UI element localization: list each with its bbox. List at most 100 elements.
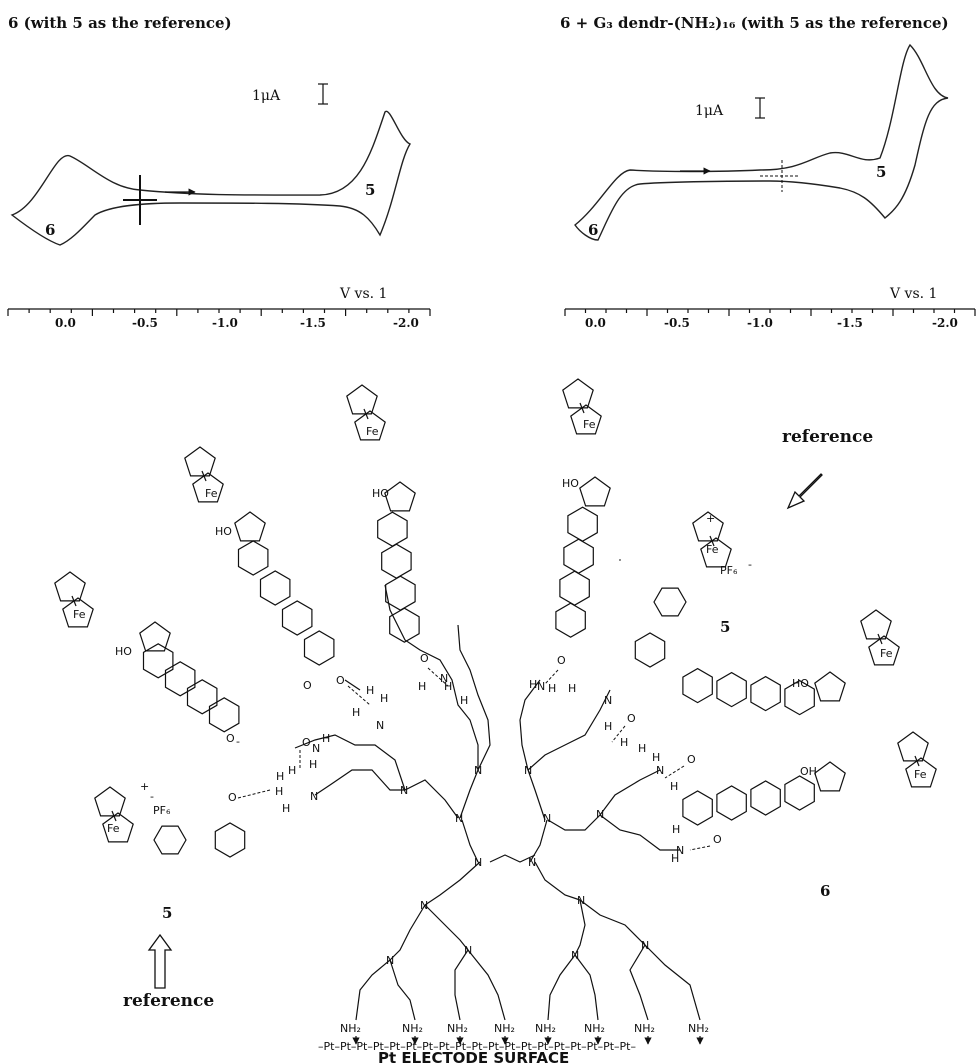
cyclopentadienyl-ring <box>192 472 224 503</box>
o-arm-6: O <box>713 833 722 846</box>
panel-2-scale-label: 1μA <box>695 103 724 119</box>
panel-1-tick-2: -1.0 <box>212 316 238 330</box>
label-5-right: 5 <box>720 618 730 636</box>
pf6-right: PF₆ <box>720 564 738 577</box>
label-6-right: 6 <box>820 882 830 900</box>
h-arm-8b: H <box>275 785 283 798</box>
arene-ring <box>153 825 187 855</box>
n-terminal-3: N <box>537 680 545 693</box>
cyclohexane-ring <box>750 675 781 712</box>
nh2-7: NH₂ <box>634 1022 655 1035</box>
panel-1-tick-0: 0.0 <box>55 316 76 330</box>
h-arm-7a: H <box>288 764 296 777</box>
panel-1-axis <box>7 308 431 316</box>
h-arm-8a: H <box>276 770 284 783</box>
panel-1-tick-4: -2.0 <box>393 316 419 330</box>
ho-5: HO <box>792 677 809 690</box>
fe-bond <box>914 755 920 767</box>
dendrimer-backbone <box>294 584 701 1021</box>
ho-3: HO <box>372 487 389 500</box>
n-terminal-4: N <box>604 694 612 707</box>
n-right-3: N <box>596 808 604 821</box>
cyclopentane-ring <box>384 481 416 512</box>
fe-8: Fe <box>107 822 120 835</box>
o-phenol-2-minus: - <box>236 735 240 748</box>
pf6-right-minus: - <box>748 558 752 571</box>
pf6-left: PF₆ <box>153 804 171 817</box>
panel-1-tick-1: -0.5 <box>132 316 158 330</box>
cyclohexane-ring <box>385 575 416 611</box>
n-left-2: N <box>400 784 408 797</box>
panel-1-scale-bar <box>318 83 328 105</box>
surface-label: Pt ELECTODE SURFACE <box>378 1049 569 1064</box>
plus-left: + <box>140 780 149 793</box>
o-arm-5: O <box>687 753 696 766</box>
cyclohexane-ring <box>784 775 815 811</box>
panel-2-voltammogram <box>574 43 949 241</box>
cyclohexane-ring <box>208 697 240 733</box>
cyclohexane-ring <box>559 570 590 606</box>
cyclopentadienyl-ring <box>54 571 86 602</box>
fe-bond <box>201 470 207 482</box>
fe-bond <box>579 402 585 414</box>
cyclopentadienyl-ring <box>562 378 594 409</box>
cyclohexane-ring <box>716 671 747 708</box>
ho-1: HO <box>215 525 232 538</box>
cyclohexane-ring <box>237 540 269 576</box>
panel-2-peak-6: 6 <box>588 221 598 239</box>
nh2-terminals: NH₂ NH₂ NH₂ NH₂ NH₂ NH₂ NH₂ NH₂ <box>340 1022 709 1045</box>
cyclopentadienyl-ring <box>354 410 386 441</box>
fe-bond <box>363 408 369 420</box>
cyclopentadienyl-ring <box>94 786 126 817</box>
cyclopentadienyl-ring <box>62 597 94 628</box>
h-arm-5a: H <box>652 751 660 764</box>
n-left-1: N <box>455 812 463 825</box>
cyclohexane-ring <box>389 607 420 643</box>
n-left-3: N <box>474 764 482 777</box>
h-arm-3a: H <box>529 678 537 691</box>
o-phenol-1: O <box>303 679 312 692</box>
cyclopentadienyl-ring <box>184 446 216 477</box>
panel-2-peak-5: 5 <box>876 163 886 181</box>
cyclohexane-ring <box>259 570 291 606</box>
nh2-2: NH₂ <box>402 1022 423 1035</box>
o-arm-1: O <box>336 674 345 687</box>
fe-2: Fe <box>73 608 86 621</box>
panel-1-axis-label: V vs. 1 <box>339 286 387 302</box>
n-right-2: N <box>524 764 532 777</box>
panel-2-axis-label: V vs. 1 <box>889 286 937 302</box>
n-low-4: N <box>464 944 472 957</box>
fe-bond <box>709 535 715 547</box>
n-terminal-2: N <box>440 672 448 685</box>
panel-2-tick-0: 0.0 <box>585 316 606 330</box>
h-arm-3b: H <box>548 682 556 695</box>
cyclopentane-ring <box>814 761 846 792</box>
cyclopentadienyl-ring <box>692 511 724 542</box>
h-arm-2a: H <box>418 680 426 693</box>
panel-1-peak-6: 6 <box>45 221 55 239</box>
cyclopentadienyl-ring <box>570 404 602 435</box>
h-arm-6a: H <box>672 823 680 836</box>
panel-1-scale-label: 1μA <box>252 88 281 104</box>
n-core-2: N <box>528 856 536 869</box>
fe-5: Fe <box>706 543 719 556</box>
o-arm-3: O <box>557 654 566 667</box>
cyclohexane-ring <box>186 679 218 715</box>
reference-arrow-left <box>147 933 173 989</box>
cyclohexane-ring <box>784 679 815 716</box>
panel-1-peak-5: 5 <box>365 181 375 199</box>
cyclohexane-ring <box>567 506 598 542</box>
nh2-4: NH₂ <box>494 1022 515 1035</box>
h-arm-6b: H <box>671 852 679 865</box>
n-low-2: N <box>577 894 585 907</box>
panel-2-axis <box>564 308 976 316</box>
cyclopentadienyl-ring <box>102 812 134 843</box>
arene-ring <box>653 587 687 617</box>
dendrimer-structure: N N N N N N N N N N N N N N N N N N N N … <box>54 378 937 1064</box>
cyclopentadienyl-ring <box>860 609 892 640</box>
cyclohexane-ring <box>381 543 412 579</box>
fe-6: Fe <box>880 647 893 660</box>
h-arm-4c: H <box>638 742 646 755</box>
panel-2-tick-2: -1.0 <box>747 316 773 330</box>
h-arm-4b: H <box>620 736 628 749</box>
